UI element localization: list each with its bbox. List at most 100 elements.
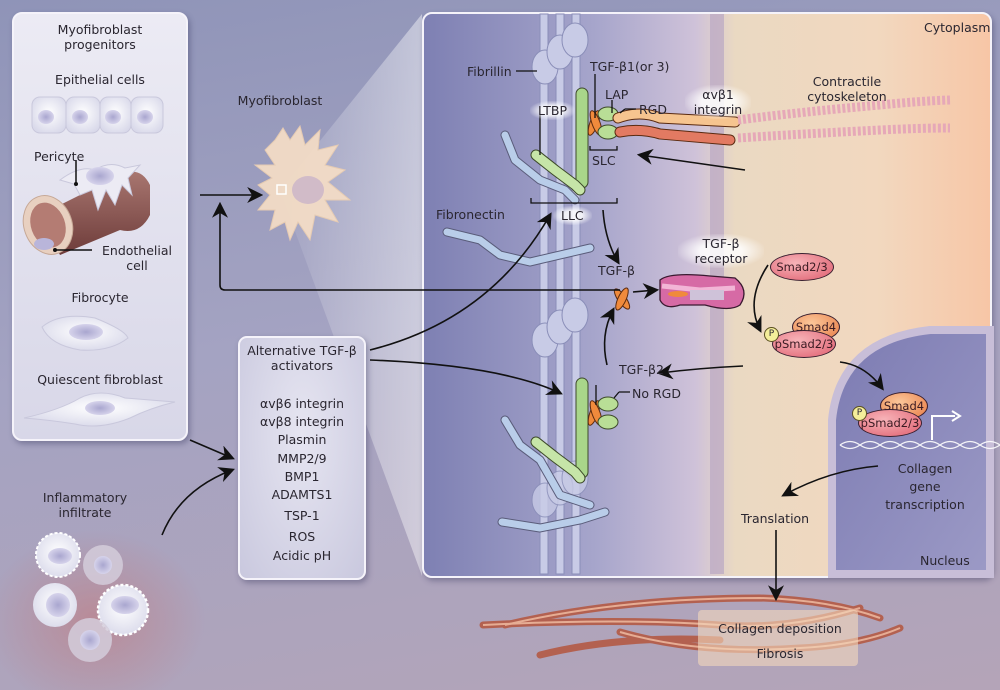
label-myofibroblast: Myofibroblast (237, 93, 323, 108)
arrow-progenitors-to-alt (189, 439, 235, 461)
label-slc: SLC (592, 153, 616, 168)
phosphate-badge-nuclear: P (852, 406, 867, 421)
label-integrin-line1: αvβ1 (702, 87, 734, 102)
label-receptor-line2: receptor (694, 251, 748, 266)
label-collagen-line2: gene (909, 479, 941, 494)
label-tgfb-receptor: TGF-β receptor (678, 234, 764, 268)
progenitors-title-line1: Myofibroblast (57, 22, 143, 37)
label-receptor-line1: TGF-β (702, 236, 740, 251)
label-collagen-deposition: Collagen deposition (718, 621, 842, 636)
ltbp-bottom (530, 377, 589, 484)
contractile-cytoskeleton (737, 95, 951, 143)
inflammatory-cell (68, 618, 112, 662)
outcome-label-glow (698, 610, 858, 666)
epithelial-cells-illustration (31, 96, 164, 134)
arrow-cytoskeleton-to-slc (636, 148, 746, 171)
tgfb-free-molecule (613, 287, 631, 311)
quiescent-fibroblast-illustration (23, 392, 176, 427)
pathway-arrows (161, 148, 884, 602)
llc-bracket (530, 198, 618, 204)
activator-item: Plasmin (277, 432, 327, 448)
label-fibrillin: Fibrillin (467, 64, 512, 79)
activator-item: ADAMTS1 (271, 487, 333, 503)
label-integrin-line2: integrin (693, 102, 743, 117)
label-llc: LLC (553, 206, 592, 225)
label-contractile-line1: Contractile (812, 74, 882, 89)
label-tgfb1: TGF-β1(or 3) (590, 59, 670, 74)
activator-item: Acidic pH (272, 547, 332, 563)
zoom-region-marker (276, 184, 287, 195)
label-translation: Translation (741, 511, 810, 526)
label-quiescent-fibroblast: Quiescent fibroblast (37, 372, 163, 387)
nucleus (828, 326, 994, 578)
label-ltbp: LTBP (530, 101, 575, 120)
label-rgd: RGD (639, 102, 667, 117)
label-inflammatory: Inflammatory infiltrate (20, 490, 150, 520)
label-inflammatory-line1: Inflammatory (42, 490, 128, 505)
inflammatory-cell (33, 583, 77, 627)
slc-bottom-complex (587, 396, 619, 430)
alternative-activators-list: αvβ6 integrin αvβ8 integrin Plasmin MMP2… (238, 395, 366, 565)
arrow-alt-to-ltbp-bottom (369, 359, 563, 395)
label-lap: LAP (605, 87, 629, 102)
label-tgfb2: TGF-β2 (619, 362, 664, 377)
arrow-psmad-to-nucleus (839, 361, 884, 391)
arrow-tgfb2-to-tgfb (599, 307, 615, 366)
arrow-alt-to-llc (369, 212, 552, 351)
tgfb-receptor (659, 274, 745, 310)
label-endothelial-cell: Endothelial cell (92, 243, 182, 273)
label-fibrocyte: Fibrocyte (71, 290, 129, 305)
integrin-avb1 (612, 108, 741, 146)
slc-top-complex (587, 106, 619, 140)
arrow-tgfb-feedback (212, 201, 620, 291)
activator-item: MMP2/9 (277, 450, 327, 466)
fibrocyte-illustration (41, 315, 129, 351)
label-inflammatory-line2: infiltrate (58, 505, 112, 520)
arrow-transcription-to-translation (781, 465, 879, 497)
arrow-cytoplasm-to-tgfb2 (656, 363, 744, 380)
transcription-start-arrow (931, 415, 955, 440)
fibrillin-strands (531, 13, 589, 575)
alt-title-line2: activators (270, 358, 334, 373)
phosphate-badge: P (764, 327, 779, 342)
progenitors-title: Myofibroblast progenitors (12, 22, 188, 52)
label-contractile-line2: cytoskeleton (807, 89, 887, 104)
label-nucleus: Nucleus (920, 553, 970, 568)
ltbp-top (530, 87, 589, 196)
slc-bracket (589, 146, 618, 151)
smad23-protein: Smad2/3 (770, 253, 834, 281)
activator-item: ROS (288, 529, 316, 545)
label-collagen-transcription: Collagen gene transcription (870, 460, 980, 514)
progenitors-title-line2: progenitors (64, 37, 136, 52)
label-fibronectin: Fibronectin (436, 207, 505, 222)
label-endothelial-line1: Endothelial (102, 243, 172, 258)
label-integrin-avb1: αvβ1 integrin (685, 85, 751, 119)
activator-item: αvβ6 integrin (260, 396, 344, 411)
label-cytoplasm: Cytoplasm (924, 20, 991, 35)
label-leader-lines (516, 70, 636, 405)
pericyte-vessel-illustration (22, 160, 150, 255)
label-contractile-cytoskeleton: Contractile cytoskeleton (782, 74, 912, 104)
label-tgfb: TGF-β (598, 263, 635, 278)
label-epithelial-cells: Epithelial cells (55, 72, 145, 87)
fibronectin-chain-fill (443, 131, 609, 532)
arrow-tgfb-to-receptor (632, 283, 660, 300)
arrow-inflammatory-to-alt (161, 467, 235, 536)
label-no-rgd: No RGD (632, 386, 681, 401)
psmad23-protein: pSmad2/3 (772, 330, 836, 358)
label-collagen-line3: transcription (885, 497, 965, 512)
arrow-smad23-to-psmad (747, 264, 769, 333)
inflammatory-cell (96, 583, 150, 637)
activator-item: TSP-1 (284, 508, 320, 524)
alternative-activators-panel (238, 336, 366, 580)
alternative-activators-title: Alternative TGF-β activators (238, 343, 366, 373)
inflammatory-cell (83, 545, 123, 585)
outcome-labels: Collagen deposition Fibrosis (700, 616, 860, 666)
myofibroblast-cell (253, 124, 352, 242)
arrow-llc-to-tgfb (602, 209, 620, 265)
dna-helix (839, 440, 1000, 450)
alt-title-line1: Alternative TGF-β (247, 343, 357, 358)
